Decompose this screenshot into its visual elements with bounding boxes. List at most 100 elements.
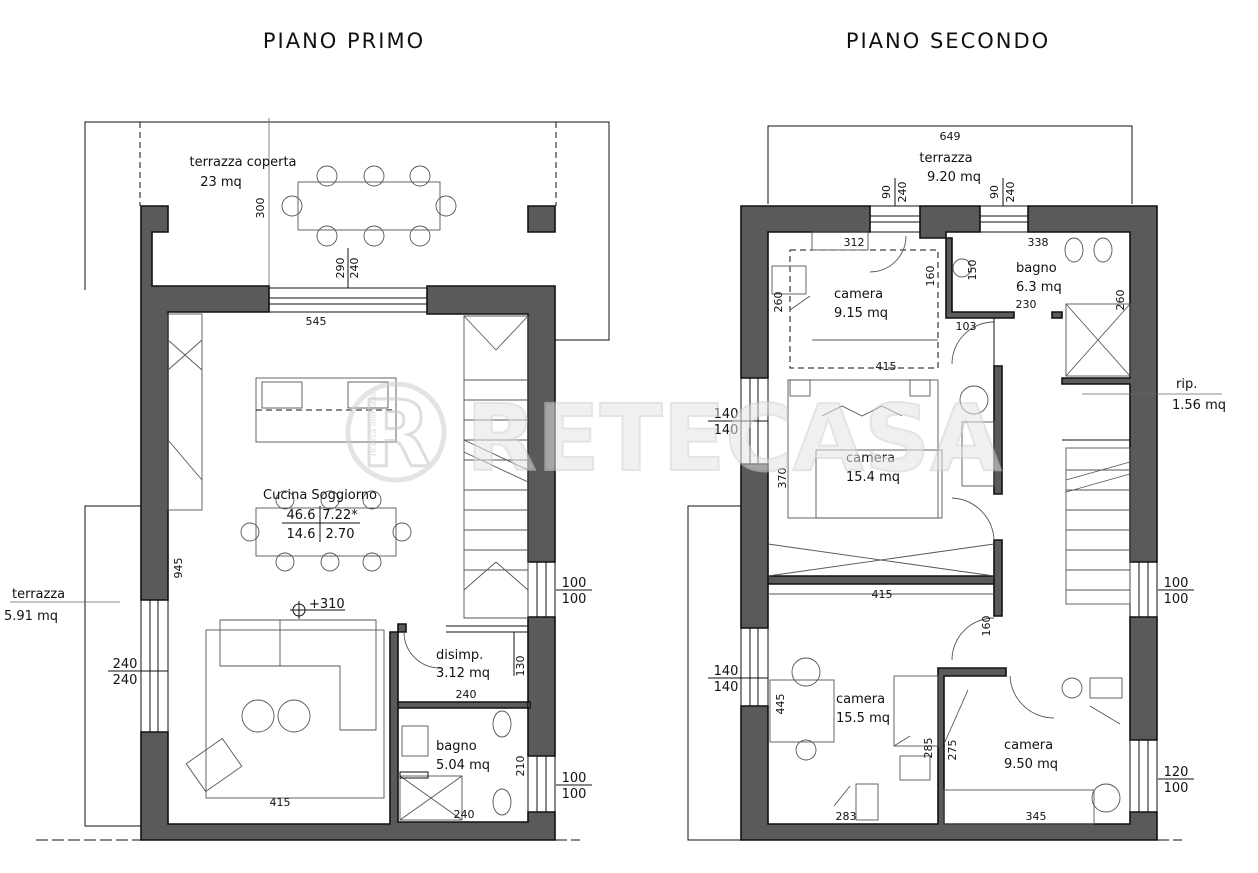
floor-plan-primo: +310 terrazza coperta 23 mq Cucina Soggi… [4, 118, 610, 841]
window-east-secondo-2 [1129, 739, 1158, 813]
window-north-primo [268, 287, 428, 313]
window-dim-top-1: 100 [562, 576, 587, 591]
room-area-terrazza-coperta: 23 mq [200, 175, 242, 190]
bedroom-2-furniture [767, 379, 995, 577]
dim-240-a: 240 [896, 182, 909, 203]
dim-345: 345 [1026, 810, 1047, 823]
staircase-primo [463, 315, 529, 619]
room-area-disimp: 3.12 mq [436, 666, 490, 681]
room-area-camera-1: 9.15 mq [834, 306, 888, 321]
living-sofa [185, 619, 385, 799]
room-area-bagno-primo: 5.04 mq [436, 758, 490, 773]
dim-103: 103 [956, 320, 977, 333]
window-north-secondo-2 [979, 205, 1029, 233]
room-area-camera-2: 15.4 mq [846, 470, 900, 485]
dim-240-bagno: 240 [454, 808, 475, 821]
dim-130: 130 [514, 656, 527, 677]
dim-415-a: 415 [876, 360, 897, 373]
window-dim-top-2: 240 [113, 657, 138, 672]
room-area-terrazza-primo: 5.91 mq [4, 609, 58, 624]
terrace-west-outline [84, 505, 141, 827]
room-area-bagno-secondo: 6.3 mq [1016, 280, 1062, 295]
dim-240-disimp: 240 [456, 688, 477, 701]
dim-290: 290 [334, 258, 347, 279]
bathroom-secondo-fixtures [952, 237, 1131, 441]
dim-370: 370 [776, 468, 789, 489]
dim-285: 285 [922, 738, 935, 759]
dim-260-a: 260 [772, 292, 785, 313]
dim-275: 275 [946, 740, 959, 761]
dim-445: 445 [774, 694, 787, 715]
room-name-bagno-primo: bagno [436, 739, 477, 754]
level-marker-icon [290, 601, 345, 619]
room-name-disimp: disimp. [436, 648, 483, 663]
kitchen-counter [167, 313, 203, 511]
room-name-bagno-secondo: bagno [1016, 261, 1057, 276]
level-mark: +310 [309, 597, 345, 612]
room-name-rip: rip. [1176, 377, 1197, 392]
window-west-primo [140, 599, 169, 733]
room-name-camera-1: camera [834, 287, 883, 302]
floor-title-secondo: PIANO SECONDO [846, 29, 1050, 53]
window-dim-bottom-s2: 100 [1164, 592, 1189, 607]
window-east-secondo-1 [1129, 561, 1158, 618]
window-dim-bottom-2: 240 [113, 673, 138, 688]
room-name-terrazza-secondo: terrazza [919, 151, 972, 166]
room-name-camera-4: camera [1004, 738, 1053, 753]
area-value-2: 7.22* [322, 508, 358, 523]
bedroom-4-furniture [943, 675, 1123, 825]
room-area-rip: 1.56 mq [1172, 398, 1226, 413]
watermark-logo: R RETECASA ricerca immobili [345, 380, 1002, 493]
area-value-3: 14.6 [287, 527, 316, 542]
dim-945: 945 [172, 558, 185, 579]
bathroom-primo-fixtures [399, 710, 512, 821]
window-east-primo-2 [527, 755, 556, 813]
watermark-letter: R [361, 381, 432, 488]
room-area-camera-3: 15.5 mq [836, 711, 890, 726]
dim-240-north: 240 [348, 258, 361, 279]
staircase-secondo [1065, 447, 1131, 605]
dim-240-b: 240 [1004, 182, 1017, 203]
dim-283: 283 [836, 810, 857, 823]
dim-160-b: 160 [980, 616, 993, 637]
kitchen-island [255, 377, 397, 443]
window-dim-top-s4: 120 [1164, 765, 1189, 780]
room-area-terrazza-secondo: 9.20 mq [927, 170, 981, 185]
dim-300: 300 [254, 198, 267, 219]
dining-table [240, 490, 412, 572]
watermark-text: RETECASA [466, 385, 1001, 492]
floor-plan-secondo: terrazza 9.20 mq camera 9.15 mq bagno 6.… [687, 125, 1226, 841]
dim-150: 150 [966, 260, 979, 281]
area-value-1: 46.6 [287, 508, 316, 523]
dim-90-a: 90 [880, 185, 893, 199]
dim-312: 312 [844, 236, 865, 249]
room-name-cucina-soggiorno: Cucina Soggiorno [263, 488, 377, 503]
door-swing-bedroom-1 [869, 235, 907, 273]
room-area-camera-4: 9.50 mq [1004, 757, 1058, 772]
dim-415-primo: 415 [270, 796, 291, 809]
window-dim-bottom-s3: 140 [714, 680, 739, 695]
area-value-4: 2.70 [326, 527, 355, 542]
dim-338: 338 [1028, 236, 1049, 249]
room-name-terrazza-primo: terrazza [12, 587, 65, 602]
terrace-west-outline-secondo [687, 505, 741, 841]
window-dim-top-3: 100 [562, 771, 587, 786]
window-dim-top-s1: 140 [714, 407, 739, 422]
room-name-camera-3: camera [836, 692, 885, 707]
window-dim-top-s2: 100 [1164, 576, 1189, 591]
window-north-secondo-1 [869, 205, 921, 233]
bedroom-1-furniture [771, 231, 995, 369]
terrace-outline [84, 121, 610, 341]
room-name-camera-2: camera [846, 451, 895, 466]
door-swing-disimp [403, 631, 441, 669]
room-name-terrazza-coperta: terrazza coperta [189, 155, 296, 170]
window-dim-bottom-3: 100 [562, 787, 587, 802]
dim-90-b: 90 [988, 185, 1001, 199]
window-dim-bottom-1: 100 [562, 592, 587, 607]
watermark-small-text: ricerca immobili [369, 392, 378, 456]
window-dim-top-s3: 140 [714, 664, 739, 679]
bedroom-3-furniture [768, 593, 995, 821]
dim-210: 210 [514, 756, 527, 777]
floor-title-primo: PIANO PRIMO [263, 29, 425, 53]
